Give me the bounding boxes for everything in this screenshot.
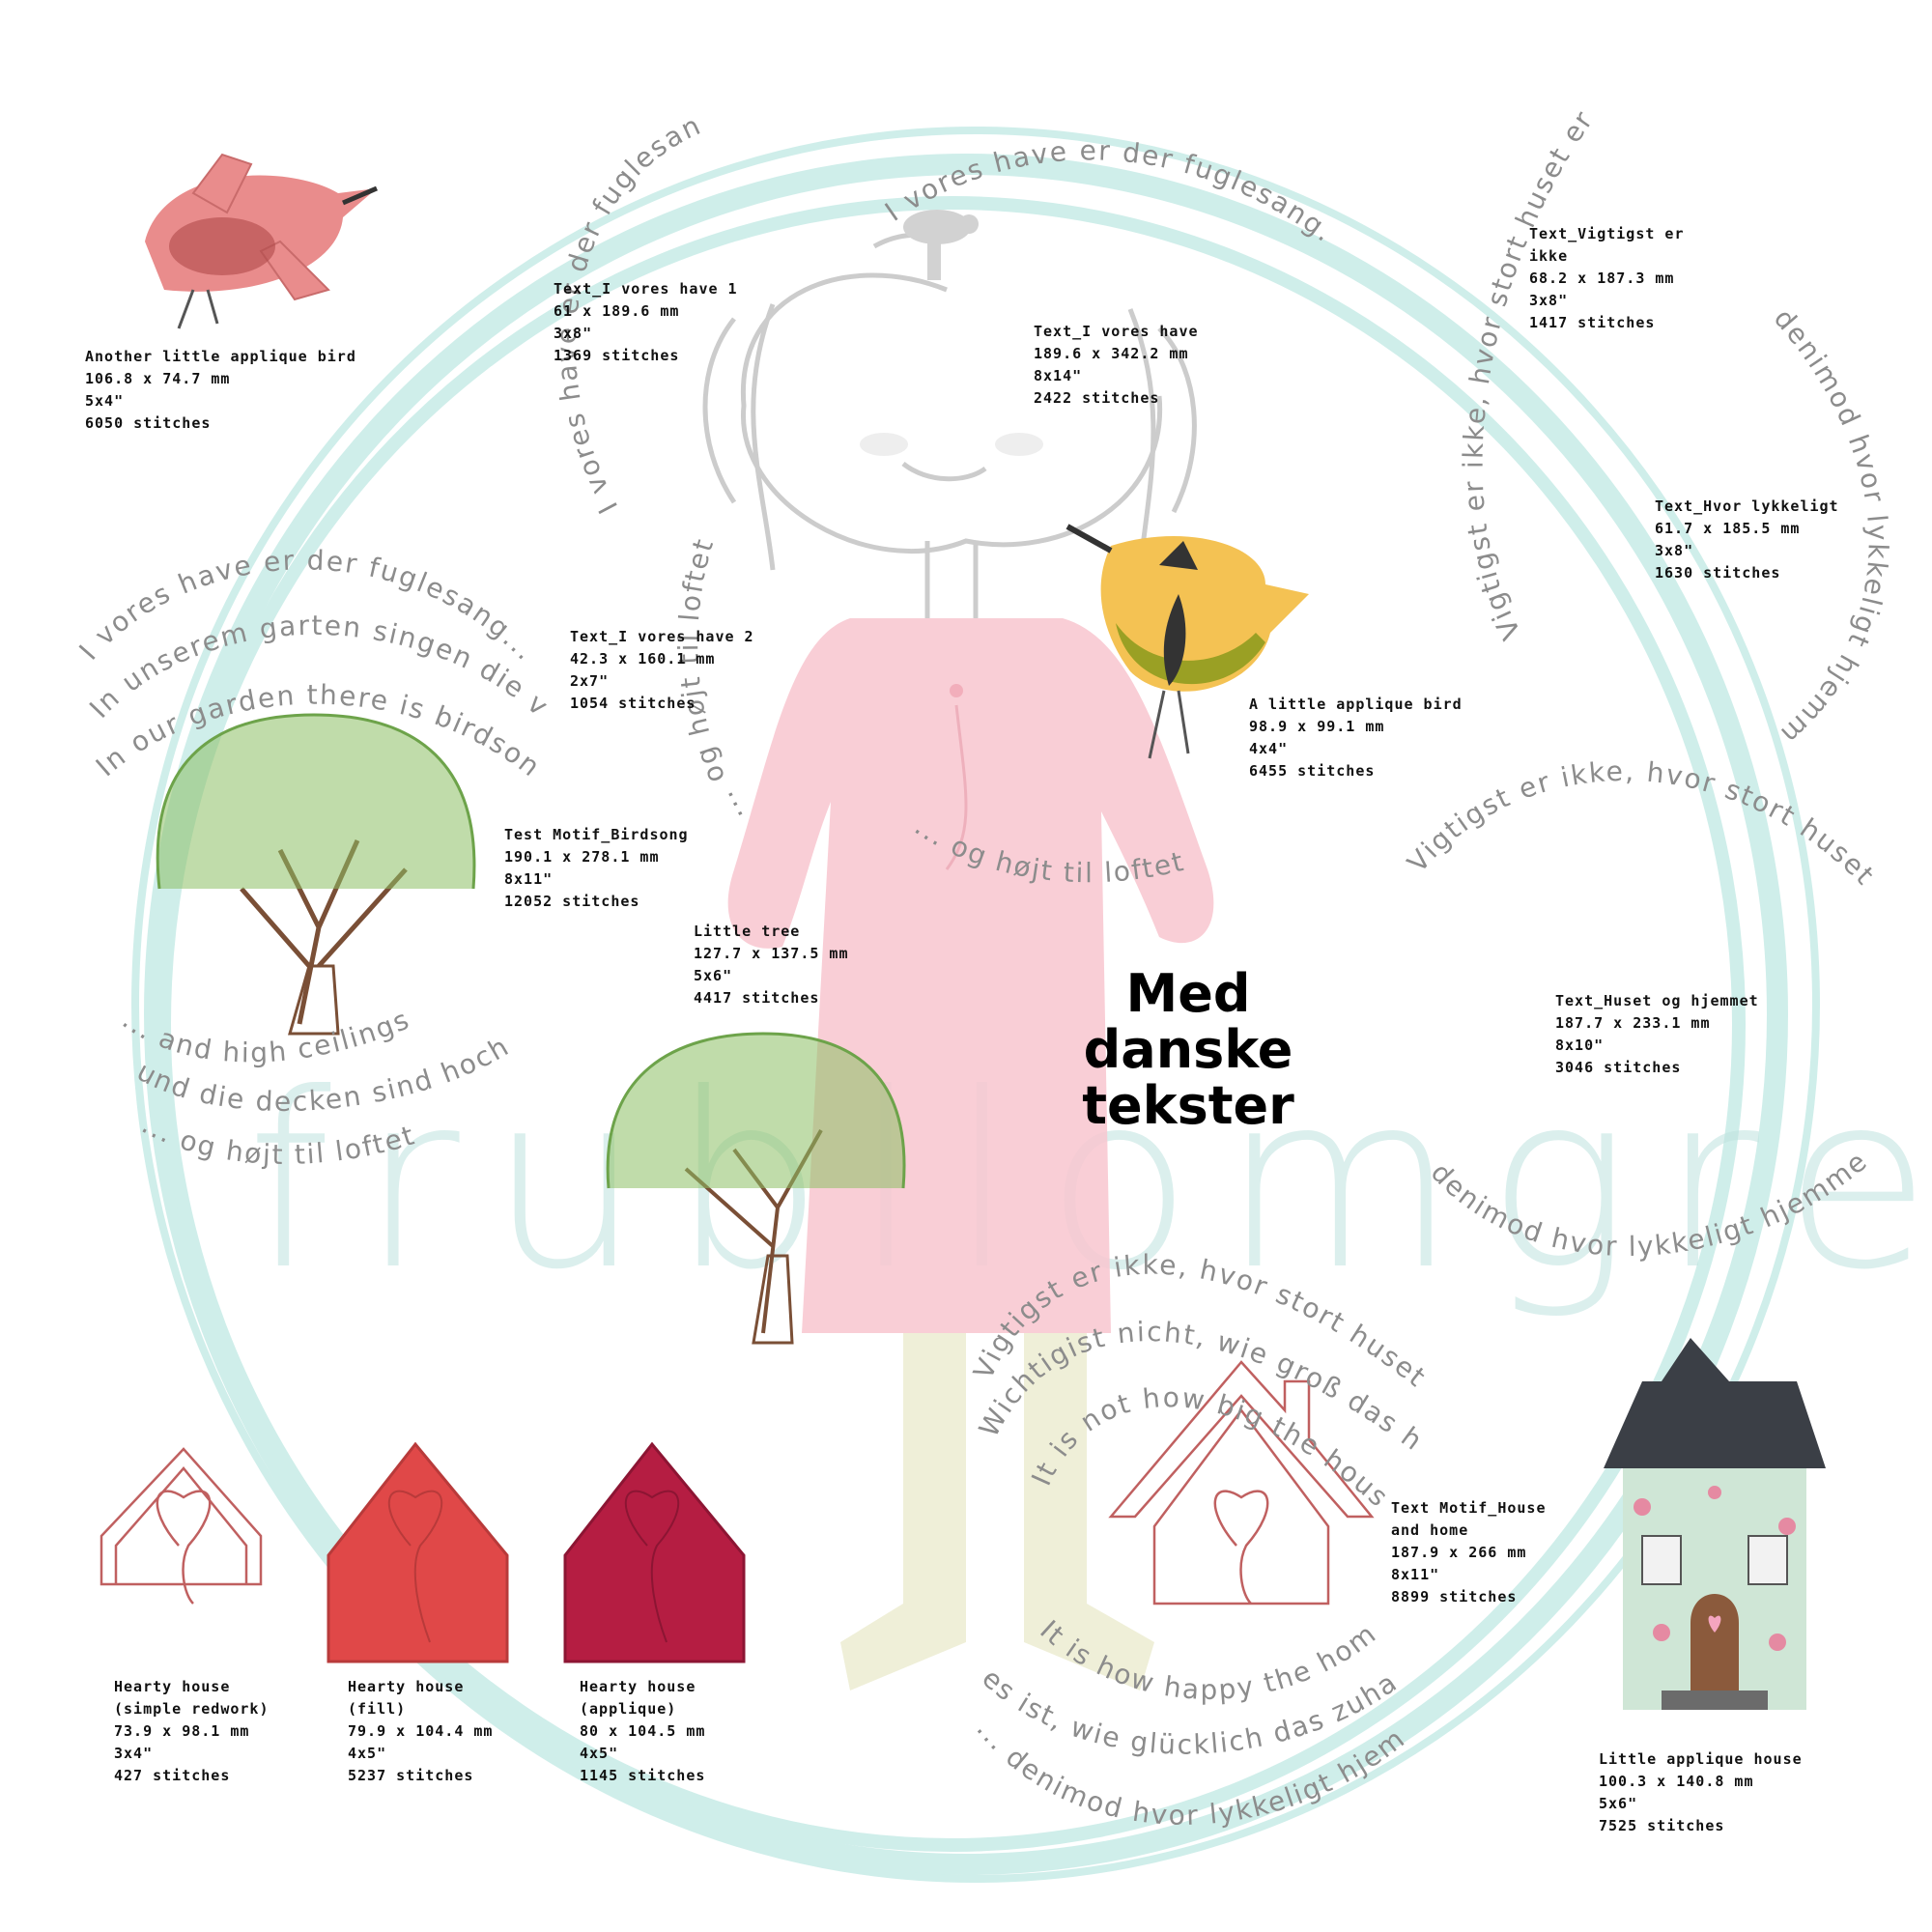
spec-hoop: 3x8" (1529, 292, 1569, 309)
spec-name-line-1: Hearty house (348, 1678, 465, 1695)
spec-size: 61 x 189.6 mm (554, 302, 680, 320)
spec-stitches: 12052 stitches (504, 893, 640, 910)
spec-stitches: 1145 stitches (580, 1767, 706, 1784)
headline-line-3: tekster (1082, 1075, 1294, 1136)
spec-stitches: 1417 stitches (1529, 314, 1656, 331)
house-motif-outline (1108, 1360, 1375, 1605)
spec-name-line-1: Hearty house (580, 1678, 696, 1695)
spec-hoop: 4x4" (1249, 740, 1289, 757)
little-tree (606, 1032, 906, 1345)
spec-size: 190.1 x 278.1 mm (504, 848, 660, 866)
spec-hearty-applique: Hearty house (applique) 80 x 104.5 mm 4x… (580, 1676, 705, 1787)
spec-hoop: 8x14" (1034, 367, 1083, 384)
spec-birdsong: Test Motif_Birdsong 190.1 x 278.1 mm 8x1… (504, 824, 689, 913)
curve-text-c11: Vigtigst er ikke, hvor stort huset er (1458, 104, 1601, 645)
spec-name: Text_I vores have 2 (570, 628, 754, 645)
spec-name-line-2: ikke (1529, 247, 1569, 265)
spec-hoop: 5x6" (1599, 1795, 1638, 1812)
spec-vores-have-1: Text_I vores have 1 61 x 189.6 mm 3x8" 1… (554, 278, 738, 367)
applique-house (1604, 1338, 1826, 1710)
spec-hearty-redwork: Hearty house (simple redwork) 73.9 x 98.… (114, 1676, 270, 1787)
headline: Med danske tekster (1048, 966, 1328, 1134)
spec-hoop: 5x4" (85, 392, 125, 410)
spec-name-line-2: (applique) (580, 1700, 677, 1718)
spec-name-line-1: Text Motif_House (1391, 1499, 1547, 1517)
spec-size: 100.3 x 140.8 mm (1599, 1773, 1754, 1790)
spec-hoop: 3x4" (114, 1745, 154, 1762)
spec-size: 42.3 x 160.1 mm (570, 650, 716, 668)
applique-bird-yellow (1065, 524, 1309, 759)
spec-size: 98.9 x 99.1 mm (1249, 718, 1385, 735)
spec-name: Text_I vores have (1034, 323, 1199, 340)
spec-bird-a: A little applique bird 98.9 x 99.1 mm 4x… (1249, 694, 1463, 782)
spec-name-line-2: (simple redwork) (114, 1700, 270, 1718)
spec-stitches: 5237 stitches (348, 1767, 474, 1784)
spec-size: 127.7 x 137.5 mm (694, 945, 849, 962)
spec-name-line-2: (fill) (348, 1700, 407, 1718)
spec-name: Another little applique bird (85, 348, 356, 365)
background-rings (131, 127, 1820, 1883)
spec-name-line-1: Text_Vigtigst er (1529, 225, 1685, 242)
spec-hoop: 3x8" (1655, 542, 1694, 559)
spec-little-tree: Little tree 127.7 x 137.5 mm 5x6" 4417 s… (694, 921, 849, 1009)
spec-name-line-1: Hearty house (114, 1678, 231, 1695)
spec-name: A little applique bird (1249, 696, 1463, 713)
spec-hoop: 4x5" (348, 1745, 387, 1762)
spec-size: 187.7 x 233.1 mm (1555, 1014, 1711, 1032)
tree-birdsong (156, 713, 476, 1036)
spec-hoop: 8x11" (1391, 1566, 1440, 1583)
hearty-house-applique (563, 1441, 746, 1663)
spec-size: 79.9 x 104.4 mm (348, 1722, 494, 1740)
spec-house-and-home: Text Motif_House and home 187.9 x 266 mm… (1391, 1497, 1547, 1608)
spec-stitches: 3046 stitches (1555, 1059, 1682, 1076)
spec-stitches: 4417 stitches (694, 989, 820, 1007)
spec-bird-small: Another little applique bird 106.8 x 74.… (85, 346, 356, 435)
spec-stitches: 8899 stitches (1391, 1588, 1518, 1605)
spec-hoop: 8x10" (1555, 1037, 1605, 1054)
spec-huset-hjemmet: Text_Huset og hjemmet 187.7 x 233.1 mm 8… (1555, 990, 1759, 1079)
spec-vigtigst: Text_Vigtigst er ikke 68.2 x 187.3 mm 3x… (1529, 223, 1685, 334)
spec-name: Text_Hvor lykkeligt (1655, 497, 1839, 515)
spec-stitches: 427 stitches (114, 1767, 231, 1784)
spec-name: Test Motif_Birdsong (504, 826, 689, 843)
spec-stitches: 1054 stitches (570, 695, 696, 712)
hearty-house-fill (327, 1441, 509, 1663)
spec-stitches: 2422 stitches (1034, 389, 1160, 407)
spec-hoop: 8x11" (504, 870, 554, 888)
spec-size: 106.8 x 74.7 mm (85, 370, 231, 387)
spec-size: 61.7 x 185.5 mm (1655, 520, 1801, 537)
spec-name-line-2: and home (1391, 1521, 1469, 1539)
spec-hoop: 4x5" (580, 1745, 619, 1762)
spec-name: Little tree (694, 923, 801, 940)
hearty-house-redwork (99, 1447, 263, 1605)
spec-name: Little applique house (1599, 1750, 1803, 1768)
spec-stitches: 6050 stitches (85, 414, 212, 432)
spec-hearty-fill: Hearty house (fill) 79.9 x 104.4 mm 4x5"… (348, 1676, 493, 1787)
spec-size: 73.9 x 98.1 mm (114, 1722, 250, 1740)
spec-stitches: 6455 stitches (1249, 762, 1376, 780)
spec-size: 187.9 x 266 mm (1391, 1544, 1527, 1561)
spec-hvor-lykkeligt: Text_Hvor lykkeligt 61.7 x 185.5 mm 3x8"… (1655, 496, 1839, 584)
spec-stitches: 7525 stitches (1599, 1817, 1725, 1834)
spec-hoop: 2x7" (570, 672, 610, 690)
spec-stitches: 1369 stitches (554, 347, 680, 364)
spec-name: Text_I vores have 1 (554, 280, 738, 298)
spec-size: 68.2 x 187.3 mm (1529, 270, 1675, 287)
headline-line-2: danske (1083, 1019, 1293, 1080)
spec-size: 189.6 x 342.2 mm (1034, 345, 1189, 362)
spec-hoop: 3x8" (554, 325, 593, 342)
spec-applique-house: Little applique house 100.3 x 140.8 mm 5… (1599, 1748, 1803, 1837)
spec-hoop: 5x6" (694, 967, 733, 984)
headline-line-1: Med (1125, 963, 1251, 1024)
spec-name: Text_Huset og hjemmet (1555, 992, 1759, 1009)
spec-size: 80 x 104.5 mm (580, 1722, 706, 1740)
applique-bird-small (145, 153, 378, 329)
spec-vores-have: Text_I vores have 189.6 x 342.2 mm 8x14"… (1034, 321, 1199, 410)
spec-vores-have-2: Text_I vores have 2 42.3 x 160.1 mm 2x7"… (570, 626, 754, 715)
spec-stitches: 1630 stitches (1655, 564, 1781, 582)
